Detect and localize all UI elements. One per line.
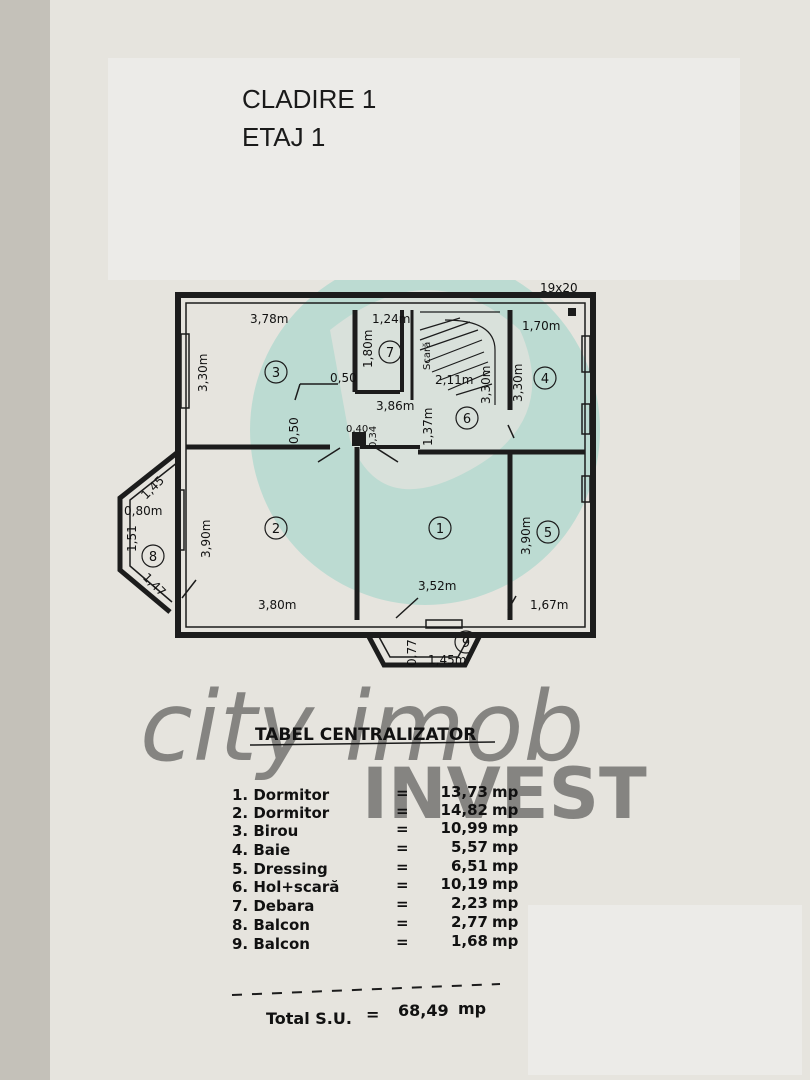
- room-number: 4: [541, 372, 549, 387]
- dim-hall-width: 3,86m: [376, 399, 414, 413]
- dim-room4-side: 3,30m: [511, 364, 525, 402]
- table-row-value: 10,19: [441, 875, 488, 893]
- total-label: Total S.U.: [266, 1009, 352, 1028]
- table-row-unit: mp: [492, 932, 519, 950]
- room-numbers: 1 2 3 4 5 6 7 8 9: [149, 346, 552, 651]
- table-row-unit: mp: [492, 819, 519, 837]
- table-row-eq: =: [396, 895, 409, 913]
- table-row-label: 6. Hol+scară: [232, 878, 339, 896]
- room-number: 5: [544, 526, 552, 541]
- dim-door-b: 0,50: [287, 417, 301, 444]
- dim-room3-top: 3,78m: [250, 312, 288, 326]
- room-number: 3: [272, 366, 280, 381]
- table-row-label: 2. Dormitor: [232, 804, 330, 822]
- total-eq: =: [366, 1005, 379, 1024]
- dim-room7-side: 1,80m: [361, 330, 375, 368]
- dim-room1-bottom: 3,52m: [418, 579, 456, 593]
- total-unit: mp: [458, 999, 486, 1018]
- building-label: CLADIRE 1: [242, 84, 377, 114]
- dim-bay-inner: 0,80m: [124, 504, 162, 518]
- table-row-value: 5,57: [451, 838, 488, 856]
- watermark-text: city imob INVEST: [140, 671, 647, 835]
- table-row-label: 9. Balcon: [232, 935, 310, 953]
- floor-plan: [117, 292, 596, 668]
- room-number: 9: [462, 636, 470, 651]
- table-row-unit: mp: [492, 857, 519, 875]
- corner-cover: [528, 905, 802, 1075]
- room-number: 6: [463, 412, 471, 427]
- table-row-eq: =: [396, 914, 409, 932]
- dim-room3-door: 0,50: [330, 371, 357, 385]
- table-row-label: 8. Balcon: [232, 916, 310, 934]
- table-row-label: 4. Baie: [232, 841, 290, 859]
- table-row-eq: =: [396, 802, 409, 820]
- table-row-value: 1,68: [451, 932, 488, 950]
- dim-room4-top: 1,70m: [522, 319, 560, 333]
- stair-label: Scară: [422, 342, 433, 370]
- table-row-unit: mp: [492, 913, 519, 931]
- table-title: TABEL CENTRALIZATOR: [255, 725, 476, 745]
- table-row-value: 2,23: [451, 894, 488, 912]
- dim-room5-side: 3,90m: [519, 517, 533, 555]
- table-row-eq: =: [396, 858, 409, 876]
- watermark-script: city imob: [140, 671, 584, 783]
- dim-room2-bottom: 3,80m: [258, 598, 296, 612]
- room-number: 8: [149, 550, 157, 565]
- dim-balcony-side: 0,77: [405, 639, 419, 666]
- window-note: 19x20: [540, 281, 578, 295]
- dim-stair-height: 3,30m: [479, 366, 493, 404]
- table-row-unit: mp: [492, 801, 519, 819]
- header-cover: [108, 58, 740, 280]
- table-row-value: 13,73: [441, 783, 488, 801]
- dim-col-a: 0,40: [346, 424, 368, 435]
- dim-room2-side: 3,90m: [199, 520, 213, 558]
- dim-hall-depth: 1,37m: [421, 408, 435, 446]
- watermark-block: INVEST: [362, 753, 647, 835]
- table-row-unit: mp: [492, 894, 519, 912]
- table-row-eq: =: [396, 839, 409, 857]
- table-row-unit: mp: [492, 838, 519, 856]
- room-number: 7: [386, 346, 394, 361]
- table-row-label: 7. Debara: [232, 897, 314, 915]
- table-row-eq: =: [396, 933, 409, 951]
- table-row-value: 14,82: [441, 801, 488, 819]
- table-row-value: 6,51: [451, 857, 488, 875]
- summary-table: TABEL CENTRALIZATOR 1. Dormitor = 13,73 …: [231, 725, 519, 1028]
- table-row-eq: =: [396, 784, 409, 802]
- table-row-label: 3. Birou: [232, 822, 298, 840]
- total-divider: [231, 983, 501, 996]
- table-row-label: 5. Dressing: [232, 860, 328, 878]
- dim-balcony-bottom: 1,45m: [428, 653, 466, 667]
- table-row-value: 10,99: [441, 819, 488, 837]
- table-row-eq: =: [396, 820, 409, 838]
- table-row-unit: mp: [492, 875, 519, 893]
- room-number: 2: [272, 522, 280, 537]
- dim-room7-top: 1,24m: [372, 312, 410, 326]
- table-row-value: 2,77: [451, 913, 488, 931]
- dim-room3-left: 3,30m: [196, 354, 210, 392]
- room-number: 1: [436, 522, 444, 537]
- table-row-eq: =: [396, 876, 409, 894]
- floor-label: ETAJ 1: [242, 122, 326, 152]
- dim-room5-bottom: 1,67m: [530, 598, 568, 612]
- dim-stair-width: 2,11m: [435, 373, 473, 387]
- dim-col-b: 0,34: [368, 426, 379, 448]
- dim-bay-side: 1,51: [125, 525, 139, 552]
- table-row-label: 1. Dormitor: [232, 786, 330, 804]
- table-row-unit: mp: [492, 783, 519, 801]
- total-value: 68,49: [398, 1001, 449, 1020]
